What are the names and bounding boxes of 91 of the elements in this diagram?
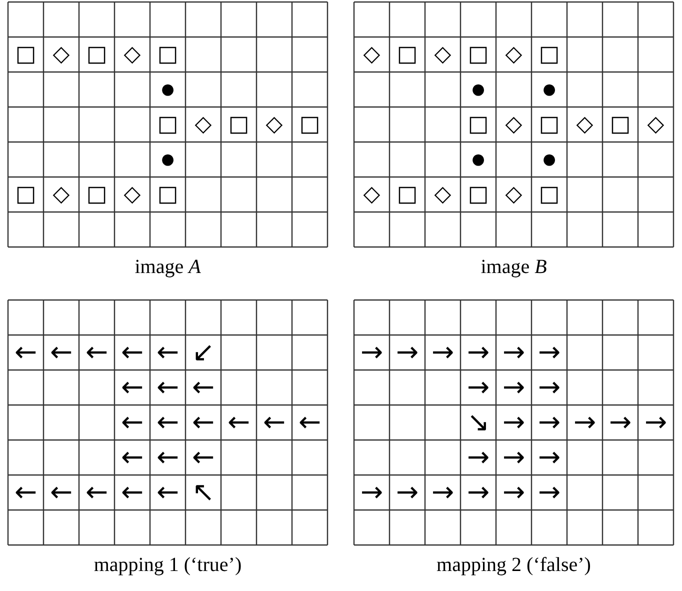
arrow-symbol: → [538,374,561,401]
arrow-symbol: → [538,479,561,506]
arrow-symbol: ← [120,374,144,401]
square-symbol: □ [538,44,560,66]
diamond-symbol: ◇ [505,184,522,206]
square-symbol: □ [157,184,178,206]
arrow-symbol: → [431,339,454,366]
arrow-symbol: → [644,409,668,436]
arrow-symbol: → [466,444,490,471]
square-symbol: □ [228,114,250,136]
arrow-symbol: ← [85,479,108,506]
arrow-symbol: ← [192,444,215,471]
diamond-symbol: ◇ [576,114,594,136]
diamond-symbol: ◇ [505,44,522,66]
diamond-symbol: ◇ [266,114,283,136]
dot-symbol: ● [161,82,174,97]
diamond-symbol: ◇ [124,44,141,66]
arrow-symbol: → [573,409,596,436]
arrow-symbol: ← [156,409,180,436]
arrow-symbol: → [466,374,490,401]
arrow-symbol: → [502,339,526,366]
arrow-symbol: → [466,339,490,366]
arrow-symbol: ← [156,339,180,366]
arrow-symbol: ↘ [466,409,490,436]
square-symbol: □ [468,114,489,136]
diamond-symbol: ◇ [505,114,522,136]
arrow-symbol: ← [227,409,250,436]
arrow-symbol: → [538,444,561,471]
dot-symbol: ● [472,82,485,97]
arrow-symbol: ← [156,444,180,471]
diamond-symbol: ◇ [52,184,70,206]
arrow-symbol: ← [120,409,144,436]
arrow-symbol: ← [50,339,73,366]
caption: mapping 2 (‘false’) [436,553,591,578]
caption: image A [134,255,201,280]
arrow-symbol: → [360,339,384,366]
arrow-symbol: ← [50,479,73,506]
arrow-symbol: → [396,479,419,506]
diamond-symbol: ◇ [124,184,141,206]
diamond-symbol: ◇ [647,114,664,136]
arrow-symbol: ← [262,409,286,436]
arrow-symbol: ← [156,374,180,401]
arrow-symbol: → [538,409,561,436]
arrow-symbol: → [538,339,561,366]
dot-symbol: ● [472,152,485,167]
arrow-symbol: ↙ [192,339,215,366]
square-symbol: □ [610,114,631,136]
arrow-symbol: ← [85,339,108,366]
arrow-symbol: → [608,409,632,436]
square-symbol: □ [538,184,560,206]
diamond-symbol: ◇ [434,44,452,66]
dot-symbol: ● [542,152,556,167]
square-symbol: □ [299,114,320,136]
diamond-symbol: ◇ [52,44,70,66]
arrow-symbol: ← [192,409,215,436]
square-symbol: □ [86,44,108,66]
arrow-symbol: → [502,444,526,471]
arrow-symbol: → [360,479,384,506]
square-symbol: □ [468,184,489,206]
square-symbol: □ [468,44,489,66]
diamond-symbol: ◇ [194,114,212,136]
arrow-symbol: ← [120,479,144,506]
diamond-symbol: ◇ [363,184,380,206]
arrow-symbol: → [502,409,526,436]
diamond-symbol: ◇ [434,184,452,206]
square-symbol: □ [15,44,36,66]
arrow-symbol: ← [120,339,144,366]
arrow-symbol: → [502,479,526,506]
arrow-symbol: → [396,339,419,366]
square-symbol: □ [157,114,178,136]
square-symbol: □ [538,114,560,136]
square-symbol: □ [15,184,36,206]
arrow-symbol: ← [14,479,38,506]
arrow-symbol: ↖ [192,479,215,506]
arrow-symbol: → [502,374,526,401]
square-symbol: □ [396,44,418,66]
dot-symbol: ● [161,152,174,167]
square-symbol: □ [86,184,108,206]
square-symbol: □ [396,184,418,206]
arrow-symbol: ← [14,339,38,366]
arrow-symbol: ← [192,374,215,401]
arrow-symbol: ← [298,409,322,436]
diamond-symbol: ◇ [363,44,380,66]
square-symbol: □ [157,44,178,66]
arrow-symbol: → [466,479,490,506]
arrow-symbol: → [431,479,454,506]
dot-symbol: ● [542,82,556,97]
caption: mapping 1 (‘true’) [94,553,242,578]
caption: image B [480,255,547,280]
arrow-symbol: ← [156,479,180,506]
arrow-symbol: ← [120,444,144,471]
